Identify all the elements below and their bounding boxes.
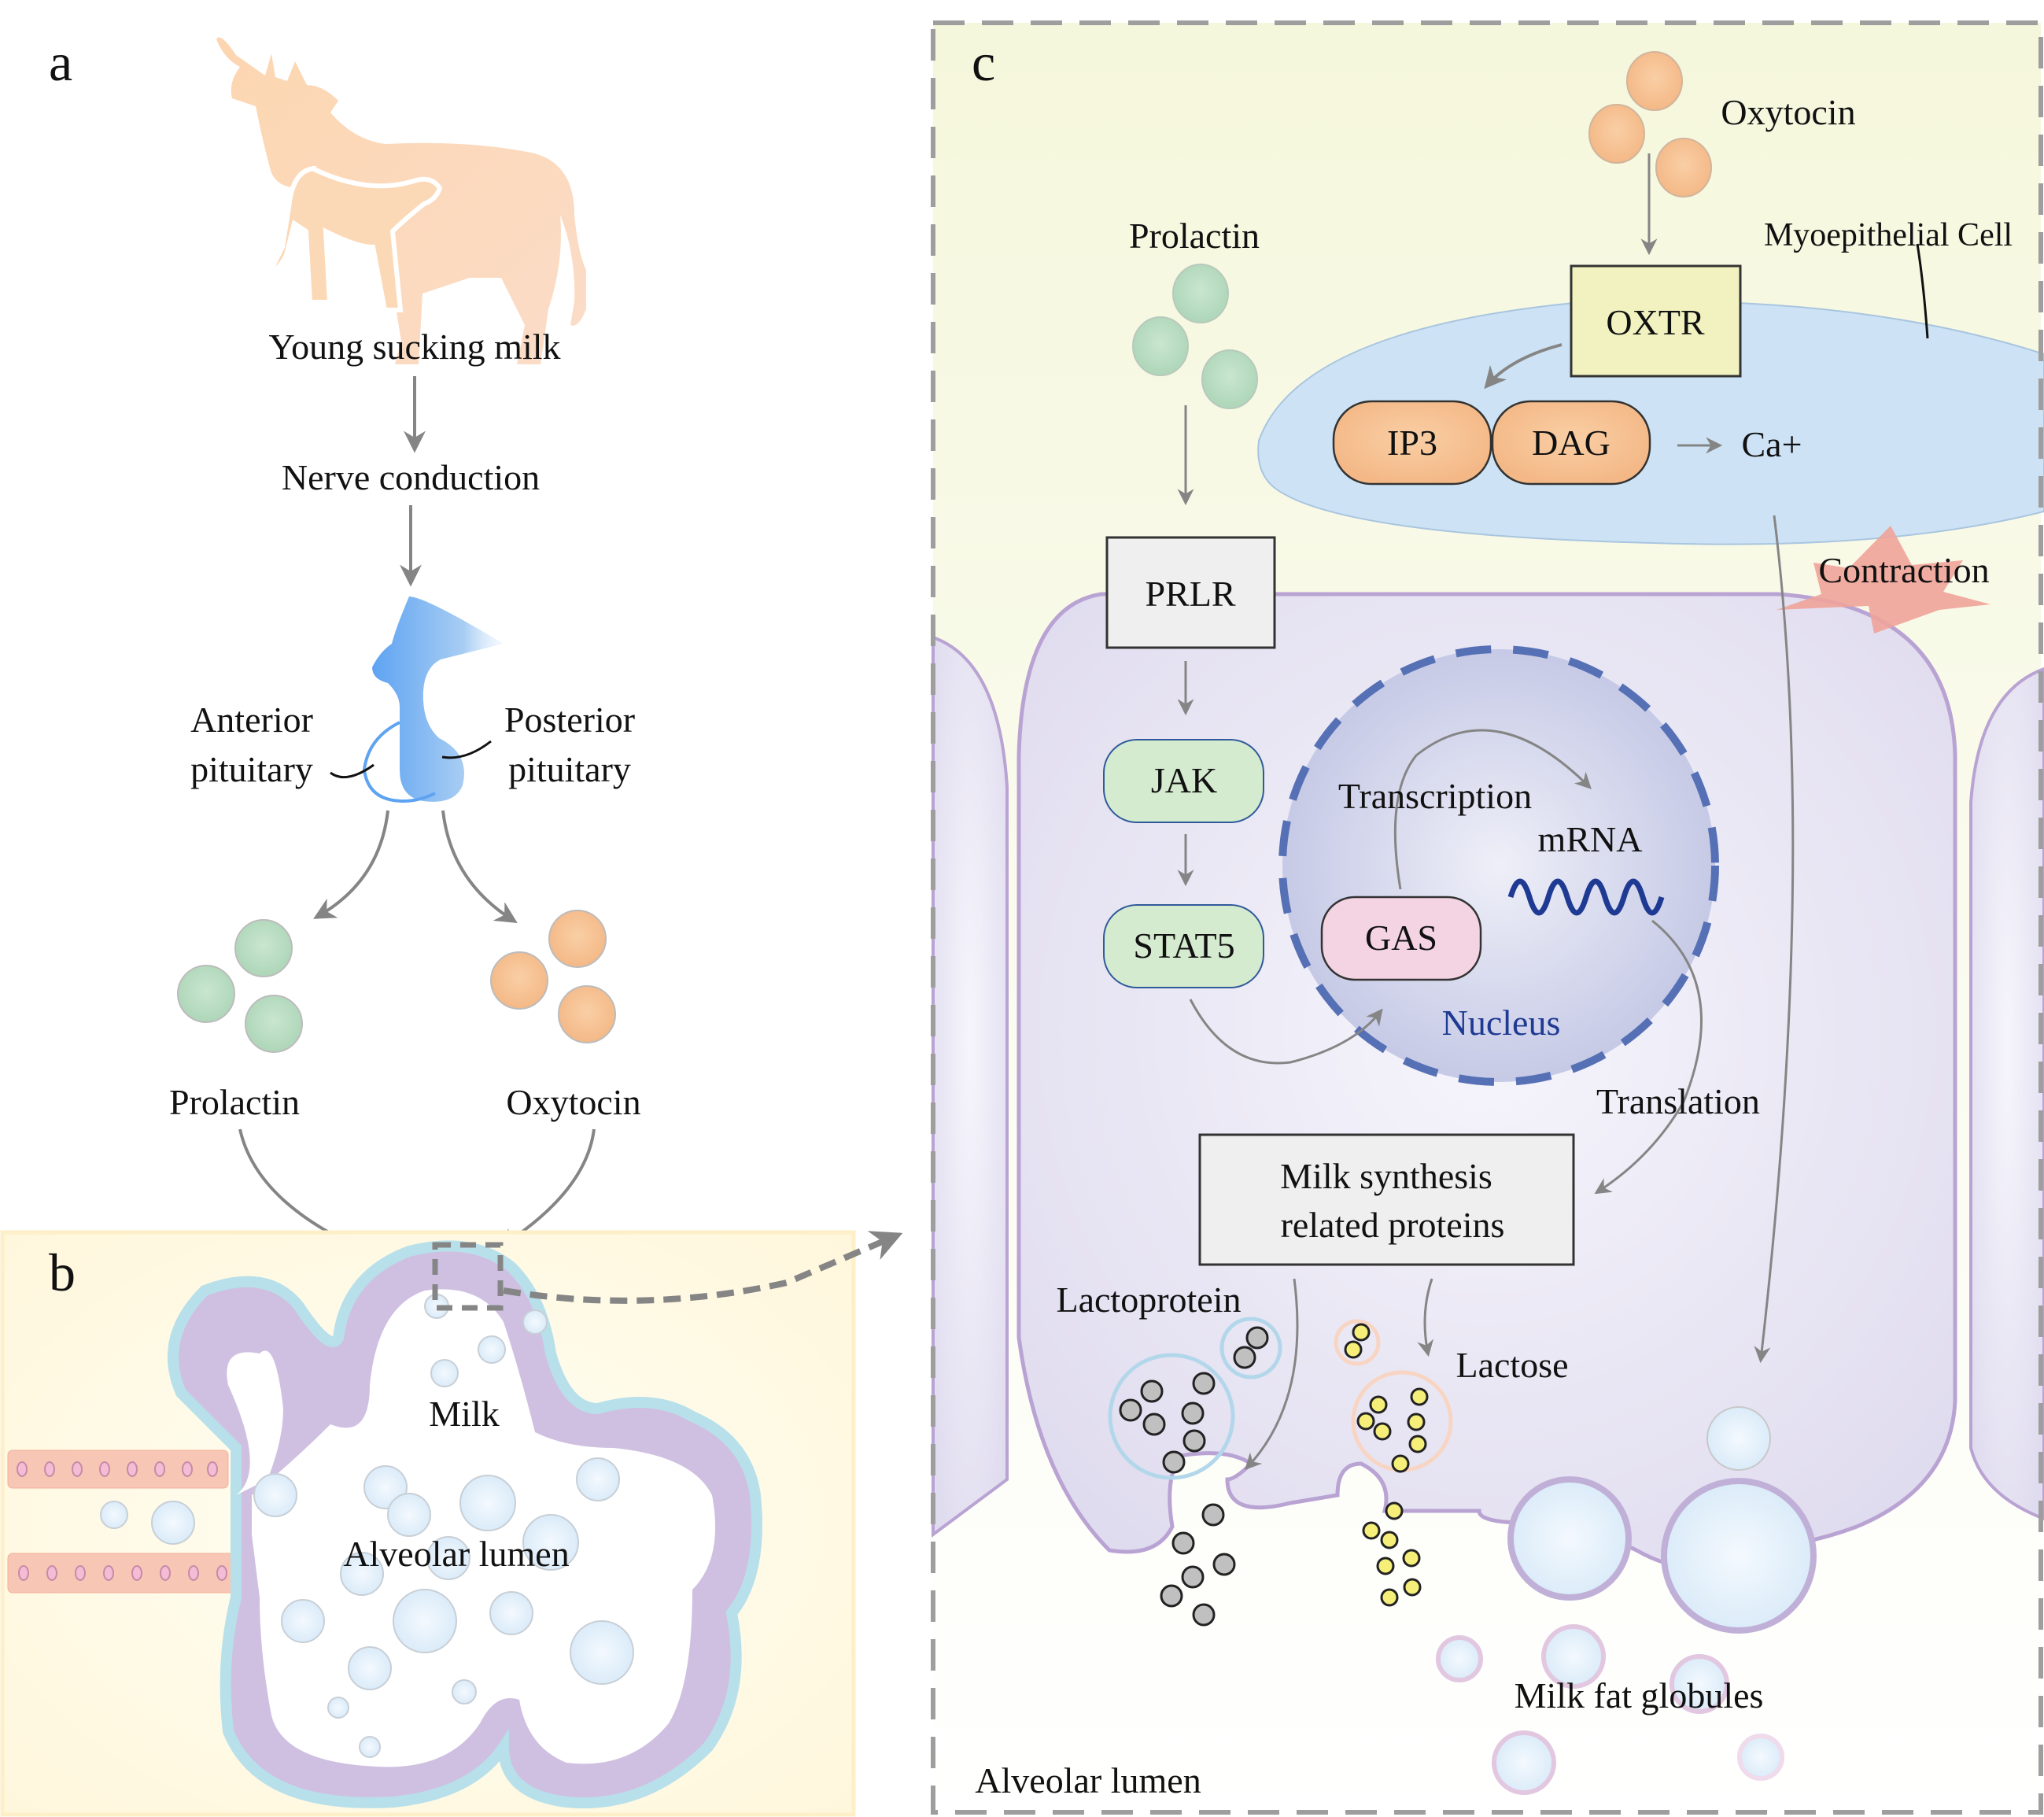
step-young-sucking-milk: Young sucking milk xyxy=(268,327,560,367)
mrna-label: mRNA xyxy=(1538,819,1643,859)
panel-b-letter: b xyxy=(49,1243,76,1302)
dag-node: DAG xyxy=(1491,400,1651,486)
lactoprotein-vesicles xyxy=(1108,1317,1282,1627)
cow-calf-icon xyxy=(216,37,586,364)
alveolar-lumen-label-b: Alveolar lumen xyxy=(343,1534,569,1574)
panel-c: Myoepithelial Cell c Oxytocin OXTR IP3 D… xyxy=(931,20,2044,1815)
prolactin-molecules-icon xyxy=(177,919,303,1053)
arrow-oxtr-to-ip3 xyxy=(1484,343,1563,390)
arrow-to-prolactin xyxy=(313,810,389,919)
milk-fat-globules xyxy=(1436,1406,1817,1795)
oxytocin-label: Oxytocin xyxy=(506,1082,640,1122)
jak-node: JAK xyxy=(1103,739,1264,823)
arrow-translation xyxy=(1594,919,1703,1195)
oxytocin-c-label: Oxytocin xyxy=(1721,92,1855,132)
pituitary-gland-icon xyxy=(362,596,504,803)
oxytocin-molecules-icon xyxy=(490,910,616,1043)
anterior-pituitary-label-line1: Anterior xyxy=(190,700,313,740)
zoom-callout-arrow xyxy=(503,1231,903,1304)
prlr-label: PRLR xyxy=(1145,574,1235,614)
posterior-pituitary-leader xyxy=(441,740,492,759)
neighbor-cell-right xyxy=(1969,667,2044,1521)
calcium-label: Ca+ xyxy=(1741,424,1802,464)
arrow-to-lactoprotein-secretion xyxy=(1245,1278,1299,1471)
posterior-pituitary-label-line1: Posterior xyxy=(504,700,635,740)
milk-synthesis-proteins-box: Milk synthesis related proteins xyxy=(1198,1133,1575,1266)
contraction-star-icon xyxy=(1777,526,1991,633)
contraction-label: Contraction xyxy=(1818,550,1989,590)
myoepithelial-cell-label: Myoepithelial Cell xyxy=(1764,217,2013,253)
neighbor-cell-left xyxy=(932,635,1009,1538)
milk-label: Milk xyxy=(429,1394,499,1434)
lactose-vesicles xyxy=(1334,1319,1453,1607)
milk-synthesis-label-line2: related proteins xyxy=(1281,1205,1505,1245)
prolactin-label: Prolactin xyxy=(169,1082,300,1122)
stat5-label: STAT5 xyxy=(1133,925,1234,966)
step-nerve-conduction: Nerve conduction xyxy=(282,457,540,497)
arrow-oxytocin-to-alveolus xyxy=(496,1128,596,1250)
dag-label: DAG xyxy=(1532,423,1610,463)
oxtr-receptor: OXTR xyxy=(1570,264,1742,378)
panel-c-letter: c xyxy=(972,32,995,92)
ip3-node: IP3 xyxy=(1332,400,1492,486)
arrow-to-oxytocin xyxy=(441,810,518,923)
prolactin-molecules-c-icon xyxy=(1132,264,1258,409)
arrow-stat5-to-gas xyxy=(1189,999,1383,1065)
panel-a-letter: a xyxy=(49,32,72,92)
panel-b: b Milk Alveolar lumen xyxy=(0,1230,903,1817)
prolactin-c-label: Prolactin xyxy=(1129,216,1260,256)
gas-node: GAS xyxy=(1320,896,1482,981)
arrow-ca-to-fat-globule xyxy=(1754,515,1795,1364)
anterior-pituitary-leader xyxy=(330,763,374,779)
ip3-label: IP3 xyxy=(1387,423,1437,463)
panel-a: a Young sucking milk Nerve conduction An… xyxy=(49,32,641,1250)
lactoprotein-label: Lactoprotein xyxy=(1056,1280,1241,1320)
prlr-receptor: PRLR xyxy=(1105,536,1276,649)
lactose-label: Lactose xyxy=(1456,1345,1568,1385)
milk-synthesis-label-line1: Milk synthesis xyxy=(1280,1156,1492,1196)
transcription-label: Transcription xyxy=(1338,776,1532,816)
milk-fat-droplets xyxy=(100,1294,634,1758)
mrna-strand-icon xyxy=(1507,878,1665,916)
milk-fat-globules-label: Milk fat globules xyxy=(1515,1675,1764,1715)
translation-label: Translation xyxy=(1596,1081,1760,1121)
oxytocin-molecules-c-icon xyxy=(1588,51,1712,198)
oxtr-label: OXTR xyxy=(1606,302,1705,342)
jak-label: JAK xyxy=(1151,760,1217,800)
stat5-node: STAT5 xyxy=(1103,904,1264,988)
arrow-to-lactose xyxy=(1417,1278,1434,1357)
gas-label: GAS xyxy=(1365,918,1437,958)
zoom-region-box xyxy=(432,1242,504,1311)
arrow-prolactin-to-alveolus xyxy=(238,1128,363,1250)
posterior-pituitary-label-line2: pituitary xyxy=(508,749,631,789)
anterior-pituitary-label-line2: pituitary xyxy=(190,749,313,789)
nucleus-label: Nucleus xyxy=(1442,1003,1561,1043)
alveolar-lumen-label-c: Alveolar lumen xyxy=(975,1760,1201,1800)
arrow-transcription xyxy=(1393,729,1592,890)
panel-c-border xyxy=(931,20,2043,1815)
myoepithelial-leader xyxy=(1916,243,1929,339)
